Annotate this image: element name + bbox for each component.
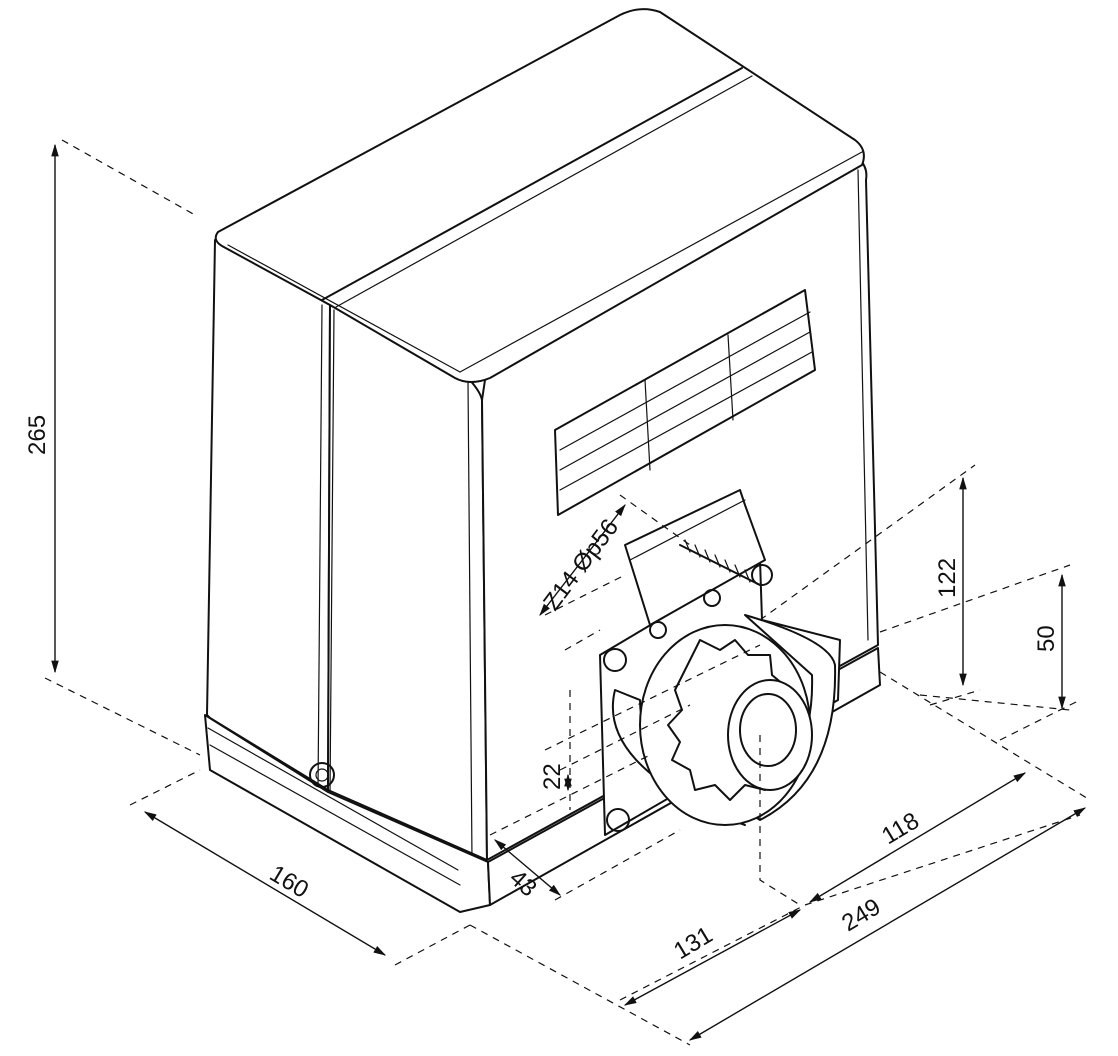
gear-assembly: [599, 489, 841, 836]
ventilation-grille: [554, 289, 816, 516]
adjustment-spring-icon: [679, 539, 773, 586]
dim-height-265: 265: [24, 415, 51, 455]
dim-gear-offset-50: 50: [1033, 625, 1060, 652]
dim-gear-center-22: 22: [539, 763, 566, 790]
dim-depth-160: 160: [265, 860, 313, 904]
housing-screw: [309, 762, 335, 788]
dimension-lines: [51, 143, 1087, 1041]
dim-rear-width-118: 118: [877, 807, 924, 850]
dim-total-width-249: 249: [837, 893, 885, 937]
pinion-gear-icon: [639, 624, 813, 826]
dim-gear-height-122: 122: [934, 558, 961, 598]
bolt-icon: [603, 589, 721, 832]
